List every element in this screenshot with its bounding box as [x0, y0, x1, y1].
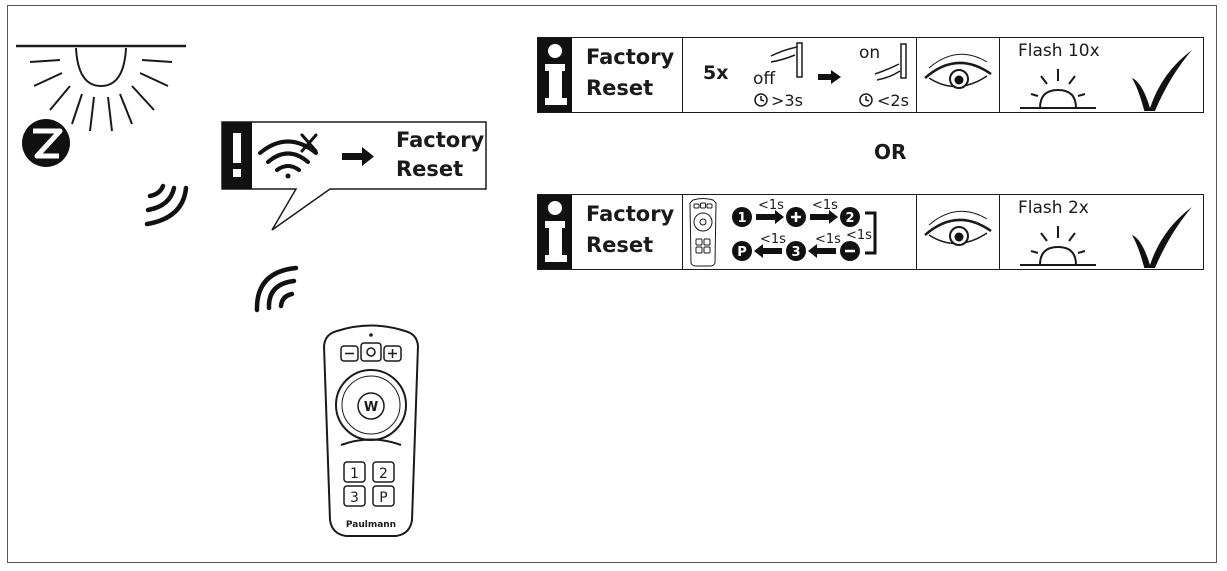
zigbee-logo-icon: [22, 119, 70, 167]
remote-center-label: W: [364, 400, 378, 415]
wifi-off-icon: [258, 133, 318, 179]
row1-title-line1: Factory: [586, 45, 675, 69]
arrow-right-icon: [342, 147, 374, 166]
step-1-icon: [732, 207, 752, 227]
remote-key-2: 2: [379, 466, 388, 482]
timing-label: <1s: [815, 232, 841, 247]
ceiling-lamp-icon: [16, 44, 186, 132]
hand-switch-off-icon: [770, 42, 803, 78]
row2-title-line2: Reset: [586, 233, 654, 257]
row1-observe-cell: [917, 38, 1000, 112]
clock-icon: [754, 93, 768, 107]
mini-remote-icon: [689, 198, 717, 267]
step-3-label: 3: [791, 245, 800, 260]
left-illustration: Factory Reset W 1 2 3 P Paulmann: [16, 44, 487, 537]
arrow-left-icon: [754, 244, 763, 258]
row1-title-cell: Factory Reset: [538, 38, 683, 112]
row2-observe-cell: [917, 195, 1000, 269]
info-icon: [538, 38, 572, 112]
clock-icon: [859, 93, 873, 107]
row1-off-label: off: [753, 69, 776, 89]
diagram-frame: [7, 5, 1217, 563]
reset-row-1: Factory Reset 5x off on >3s <2s: [537, 37, 1204, 113]
row1-title-line2: Reset: [586, 76, 654, 100]
step-1-label: 1: [737, 211, 746, 226]
signal-waves-icon: [144, 183, 189, 227]
arrow-right-icon: [829, 210, 838, 224]
remote-key-3: 3: [350, 490, 359, 506]
row1-result-cell: Flash 10x: [1000, 38, 1203, 112]
arrow-left-icon: [808, 244, 817, 258]
check-icon: [1132, 50, 1192, 111]
remote-key-p: P: [379, 490, 387, 506]
row2-sequence-cell: 1 <1s <1s 2 <1s P <1s 3 <1s: [683, 195, 917, 269]
step-2-icon: [840, 207, 860, 227]
step-3-icon: [786, 241, 806, 261]
row2-flash: Flash 2x: [1018, 198, 1089, 218]
turn-arrow-icon: [865, 211, 877, 255]
row1-repeat: 5x: [703, 62, 728, 84]
speech-bubble: [221, 121, 487, 231]
callout-title-line1: Factory: [396, 128, 485, 152]
row1-switch-cell: 5x off on >3s <2s: [683, 38, 917, 112]
remote-signal-icon: [254, 265, 299, 313]
or-separator: OR: [874, 140, 907, 164]
remote-key-1: 1: [350, 466, 359, 482]
reset-row-2: Factory Reset 1 <1s <1s 2 <1s: [537, 194, 1204, 270]
timing-label: <1s: [846, 228, 872, 243]
timing-label: <1s: [760, 232, 786, 247]
step-p-label: P: [737, 245, 747, 260]
step-2-label: 2: [845, 211, 854, 226]
remote-brand: Paulmann: [346, 520, 396, 530]
timing-label: <1s: [812, 198, 838, 213]
row1-on-label: on: [859, 43, 880, 63]
remote-control: [322, 324, 420, 537]
row2-title-line1: Factory: [586, 202, 675, 226]
flashing-lamp-icon: [1020, 69, 1096, 109]
eye-icon: [924, 210, 992, 246]
row2-result-cell: Flash 2x: [1000, 195, 1203, 269]
step-p-icon: [732, 241, 752, 261]
row1-on-time: <2s: [877, 91, 909, 110]
row1-off-time: >3s: [771, 91, 803, 110]
timing-label: <1s: [758, 198, 784, 213]
hand-switch-on-icon: [874, 43, 907, 81]
arrow-right-icon: [775, 210, 784, 224]
row1-arrow: [818, 74, 832, 80]
eye-icon: [924, 53, 992, 89]
row1-flash: Flash 10x: [1018, 41, 1100, 61]
callout-title-line2: Reset: [396, 157, 463, 181]
info-icon: [538, 195, 572, 269]
check-icon: [1132, 207, 1192, 268]
flashing-lamp-icon: [1020, 226, 1096, 266]
row2-title-cell: Factory Reset: [538, 195, 683, 269]
